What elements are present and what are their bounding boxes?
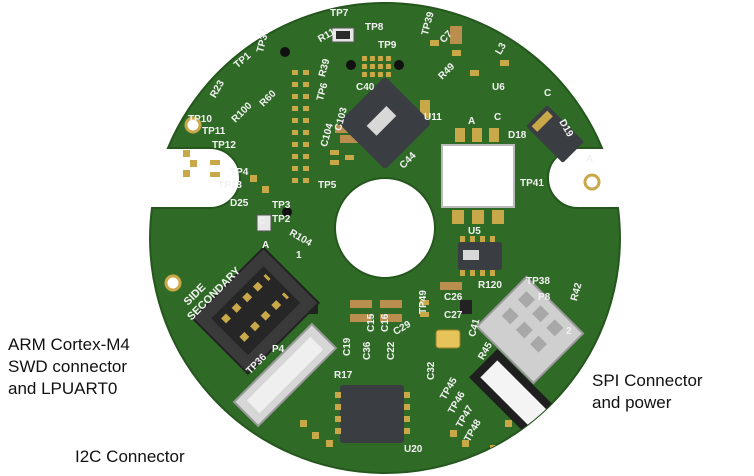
silk-tp2: TP2	[272, 214, 291, 225]
silk-tp4: TP4	[230, 167, 249, 178]
silk-c2: C	[258, 216, 265, 227]
silk-d18: D18	[508, 130, 527, 141]
silk-u20: U20	[404, 444, 423, 455]
mounting-holes	[164, 47, 601, 292]
silk-c27: C27	[444, 310, 463, 321]
silk-tp38: TP38	[526, 276, 550, 287]
silk-r42: R42	[569, 281, 584, 302]
silk-c40: C40	[356, 82, 375, 93]
silk-tp10: TP10	[188, 114, 212, 125]
silk-l3: L3	[494, 41, 510, 57]
silk-n2: 2	[566, 326, 572, 337]
silk-d25: D25	[230, 198, 249, 209]
silk-a1: A	[468, 116, 475, 127]
silk-n1: 1	[296, 250, 302, 261]
silk-c19: C19	[342, 337, 353, 356]
silk-tp3: TP3	[272, 200, 291, 211]
i2c-connector-p4	[232, 322, 338, 428]
silk-c26: C26	[444, 292, 463, 303]
silk-r39: R39	[317, 57, 332, 78]
silk-a3: A	[262, 240, 269, 251]
spi-connector-p8	[475, 275, 585, 385]
silk-r17: R17	[334, 370, 353, 381]
silk-tp41: TP41	[520, 178, 544, 189]
silk-tp12: TP12	[212, 140, 236, 151]
ic-u20	[335, 385, 410, 443]
silk-tp49: TP49	[418, 290, 429, 314]
capacitor-yellow	[435, 329, 461, 349]
shield-t1	[441, 144, 515, 224]
callout-spi: SPI Connector and power	[592, 371, 703, 412]
diode-d19	[526, 105, 584, 163]
silk-p4: P4	[272, 344, 285, 355]
silk-c22: C22	[386, 341, 397, 360]
silk-c3: C	[494, 112, 501, 123]
silk-p8: P8	[538, 292, 551, 303]
led-d25	[256, 214, 272, 232]
callout-swd: ARM Cortex-M4 SWD connector and LPUART0	[8, 335, 130, 398]
silk-r120: R120	[478, 280, 502, 291]
silk-tp13: TP13	[218, 180, 242, 191]
silk-a2: A	[586, 154, 593, 165]
silk-c15: C15	[366, 313, 377, 332]
silk-u6: U6	[492, 82, 505, 93]
pin-header-column	[292, 56, 391, 183]
silk-c32: C32	[426, 361, 437, 380]
ic-u5	[458, 236, 502, 276]
silk-tp9: TP9	[378, 40, 397, 51]
swd-connector	[191, 246, 321, 376]
silk-tp6: TP6	[315, 81, 330, 102]
silk-c16: C16	[380, 313, 391, 332]
silk-tp7: TP7	[330, 8, 349, 19]
silk-c41: C41	[467, 317, 482, 338]
diode-d18	[455, 128, 499, 142]
silk-u11: U11	[424, 112, 442, 123]
callout-i2c: I2C Connector	[75, 447, 185, 466]
silk-tp11: TP11	[202, 126, 226, 137]
silk-c1: C	[544, 88, 551, 99]
silk-tp8: TP8	[365, 22, 384, 33]
silk-c36: C36	[362, 341, 373, 360]
silk-u5: U5	[468, 226, 481, 237]
ic-u11	[339, 77, 431, 169]
silk-tp5: TP5	[318, 180, 337, 191]
